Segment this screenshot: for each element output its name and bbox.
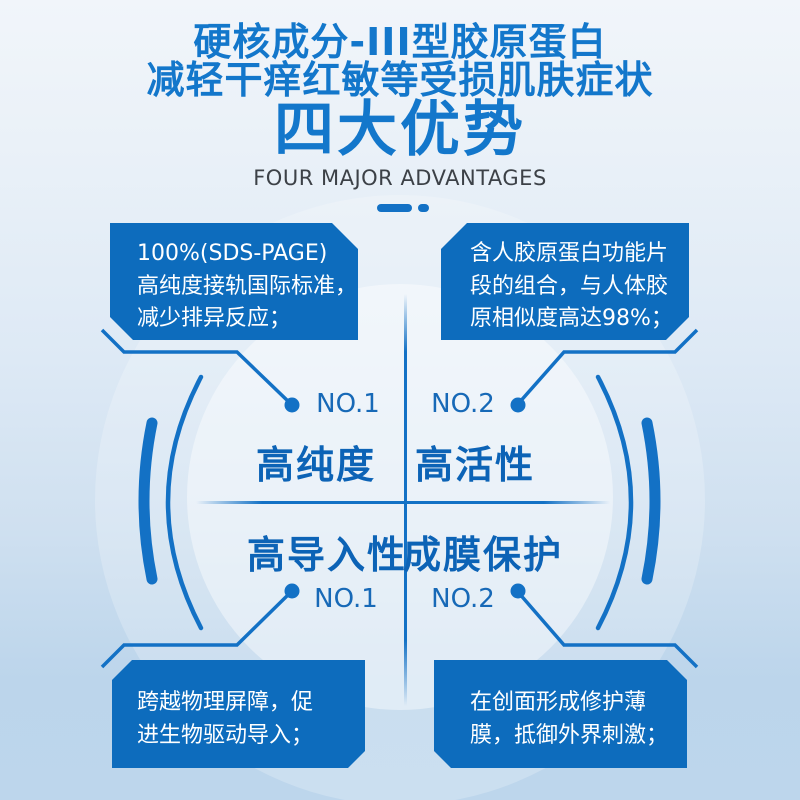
background-circle-inner bbox=[187, 284, 613, 710]
advantage-box-line: 100%(SDS-PAGE) bbox=[137, 241, 328, 266]
advantage-box-line: 段的组合，与人体胶 bbox=[470, 273, 669, 299]
connector-top-right bbox=[516, 328, 699, 406]
advantage-box-line: 高纯度接轨国际标准， bbox=[137, 273, 358, 299]
advantage-box-top-left: 100%(SDS-PAGE) 高纯度接轨国际标准， 减少排异反应； bbox=[110, 223, 358, 340]
quadrant-label-top-right: 高活性 bbox=[414, 443, 536, 487]
advantage-box-line: 含人胶原蛋白功能片 bbox=[470, 241, 669, 266]
advantage-box-top-right: 含人胶原蛋白功能片 段的组合，与人体胶 原相似度高达98%； bbox=[441, 223, 689, 340]
advantage-box-bottom-left: 跨越物理屏障，促 进生物驱动导入； bbox=[112, 660, 365, 768]
advantage-box-line: 膜，抵御外界刺激； bbox=[470, 722, 669, 748]
connector-dot-top-right bbox=[510, 397, 526, 413]
tagline: 硬核成分-III型胶原蛋白 减轻干痒红敏等受损肌肤症状 bbox=[0, 23, 800, 99]
quadrant-label-top-left: 高纯度 bbox=[255, 443, 377, 487]
quadrant-label-bottom-left: 高导入性 bbox=[246, 533, 408, 577]
connector-bottom-right bbox=[516, 590, 699, 669]
divider-dash-long bbox=[377, 204, 412, 212]
quadrant-divider-horizontal bbox=[196, 501, 610, 504]
connector-dot-bottom-left bbox=[284, 583, 300, 599]
page-subtitle: FOUR MAJOR ADVANTAGES bbox=[253, 166, 547, 190]
connector-bottom-left bbox=[100, 590, 293, 669]
connector-dot-bottom-right bbox=[510, 583, 526, 599]
arc-right-outer bbox=[641, 417, 661, 585]
advantage-box-line: 减少排异反应； bbox=[137, 306, 292, 331]
connector-top-left bbox=[100, 328, 293, 406]
advantage-box-line: 原相似度高达98%； bbox=[470, 306, 673, 331]
advantage-box-line: 进生物驱动导入； bbox=[137, 722, 314, 748]
rank-top-right: NO.2 bbox=[431, 389, 495, 419]
advantage-box-bottom-right: 在创面形成修护薄 膜，抵御外界刺激； bbox=[434, 660, 687, 768]
arc-left-outer bbox=[138, 417, 158, 585]
connector-dot-top-left bbox=[284, 397, 300, 413]
arc-left-inner bbox=[165, 374, 204, 631]
rank-top-left: NO.1 bbox=[316, 389, 380, 419]
rank-bottom-right: NO.2 bbox=[431, 584, 495, 614]
tagline-line1: 硬核成分-III型胶原蛋白 bbox=[193, 20, 607, 64]
page-title: 四大优势 bbox=[274, 95, 526, 165]
quadrant-label-bottom-right: 成膜保护 bbox=[402, 533, 564, 577]
advantage-box-line: 在创面形成修护薄 bbox=[470, 690, 647, 715]
advantage-box-line: 跨越物理屏障，促 bbox=[137, 690, 314, 715]
arc-right-inner bbox=[595, 374, 634, 631]
divider-dash-short bbox=[418, 204, 429, 212]
quadrant-divider-vertical bbox=[404, 294, 407, 706]
rank-bottom-left: NO.1 bbox=[314, 584, 378, 614]
tagline-line2: 减轻干痒红敏等受损肌肤症状 bbox=[146, 58, 654, 102]
